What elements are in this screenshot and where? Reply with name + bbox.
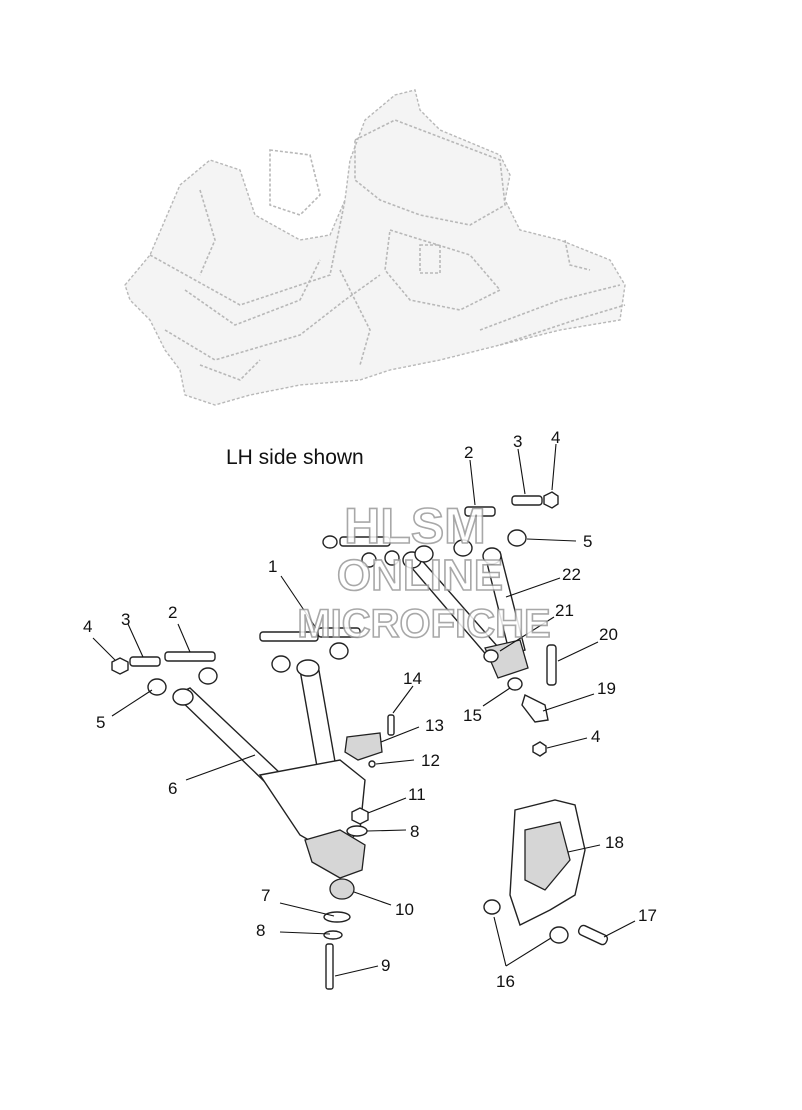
callout-14: 14 (403, 669, 422, 688)
callout-2-upper: 2 (464, 443, 473, 462)
callout-20: 20 (599, 625, 618, 644)
lower-a-arm (172, 659, 366, 879)
callout-4-lower: 4 (83, 617, 92, 636)
callout-15: 15 (463, 706, 482, 725)
callout-5-lower: 5 (96, 713, 105, 732)
callout-8-upper: 8 (410, 822, 419, 841)
callout-10: 10 (395, 900, 414, 919)
callout-18: 18 (605, 833, 624, 852)
callout-9: 9 (381, 956, 390, 975)
callout-22: 22 (562, 565, 581, 584)
watermark-line-3: MICROFICHE (297, 602, 550, 646)
callout-4-upper: 4 (551, 428, 560, 447)
callout-2-lower: 2 (168, 603, 177, 622)
callout-16: 16 (496, 972, 515, 991)
watermark: HLSM ONLINE MICROFICHE (297, 497, 552, 647)
callout-19: 19 (597, 679, 616, 698)
callout-11: 11 (408, 785, 426, 804)
watermark-line-2: ONLINE (337, 551, 503, 600)
leader-lines (92, 443, 636, 977)
callout-21: 21 (555, 601, 574, 620)
vehicle-frame-illustration (124, 89, 626, 406)
side-caption: LH side shown (226, 446, 364, 469)
hardware-parts (111, 491, 609, 990)
callout-12: 12 (421, 751, 440, 770)
upper-a-arm (402, 547, 529, 679)
callout-17: 17 (638, 906, 657, 925)
callout-3-lower: 3 (121, 610, 130, 629)
callout-6: 6 (168, 779, 177, 798)
callout-labels: 1 2 2 3 3 4 4 4 5 5 6 7 8 8 9 10 11 12 1… (83, 428, 657, 991)
watermark-line-1: HLSM (344, 498, 486, 554)
steering-knuckle (483, 799, 586, 944)
callout-4-tierod: 4 (591, 727, 600, 746)
callout-5-upper: 5 (583, 532, 592, 551)
callout-1: 1 (268, 557, 277, 576)
callout-13: 13 (425, 716, 444, 735)
callout-7: 7 (261, 886, 270, 905)
callout-3-upper: 3 (513, 432, 522, 451)
callout-8-lower: 8 (256, 921, 265, 940)
